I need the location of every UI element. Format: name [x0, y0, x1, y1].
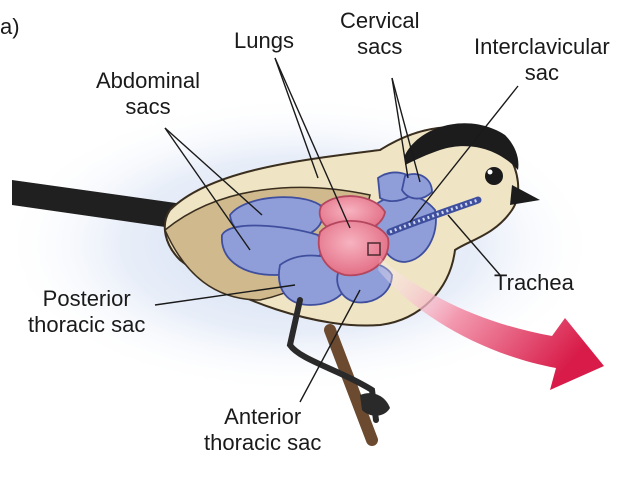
bird-tail [12, 180, 200, 232]
bird-eye [485, 167, 503, 185]
cervical-sacs-label-line2: sacs [357, 34, 403, 59]
cervical-sacs-label: Cervical sacs [340, 8, 419, 60]
branch [324, 324, 378, 446]
air-flow-arrow-icon [378, 258, 604, 390]
panel-label: a) [0, 14, 20, 39]
abdominal-sacs-label-line2: sacs [125, 94, 171, 119]
anterior-thoracic-sac-label: Anterior thoracic sac [204, 404, 321, 456]
anterior-thoracic-sac-label-line1: Anterior [224, 404, 302, 429]
trachea-label: Trachea [494, 270, 574, 295]
posterior-thoracic-sac-label-line2: thoracic sac [28, 312, 146, 337]
cervical-sacs-label-line1: Cervical [340, 8, 420, 33]
bird-beak [510, 185, 540, 205]
abdominal-sacs-label: Abdominal sacs [96, 68, 200, 120]
abdominal-sacs-label-line1: Abdominal [96, 68, 200, 93]
interclavicular-sac-label-line1: Interclavicular [474, 34, 610, 59]
posterior-thoracic-sac-label: Posterior thoracic sac [28, 286, 145, 338]
lungs-label: Lungs [234, 28, 294, 53]
bird-eye-highlight [487, 169, 493, 175]
interclavicular-sac-label: Interclavicular sac [474, 34, 610, 86]
bird-leg [286, 297, 379, 423]
leader-lines [154, 57, 519, 403]
cervical-sac-2 [401, 173, 433, 200]
trachea [386, 196, 482, 236]
lung-detail-box [367, 242, 381, 256]
bird-head-cap [405, 123, 519, 170]
interclavicular-sac-label-line2: sac [524, 60, 559, 85]
posterior-thoracic-sac-label-line1: Posterior [42, 286, 131, 311]
anterior-thoracic-sac-label-line2: thoracic sac [204, 430, 322, 455]
bird-foot [360, 393, 390, 416]
